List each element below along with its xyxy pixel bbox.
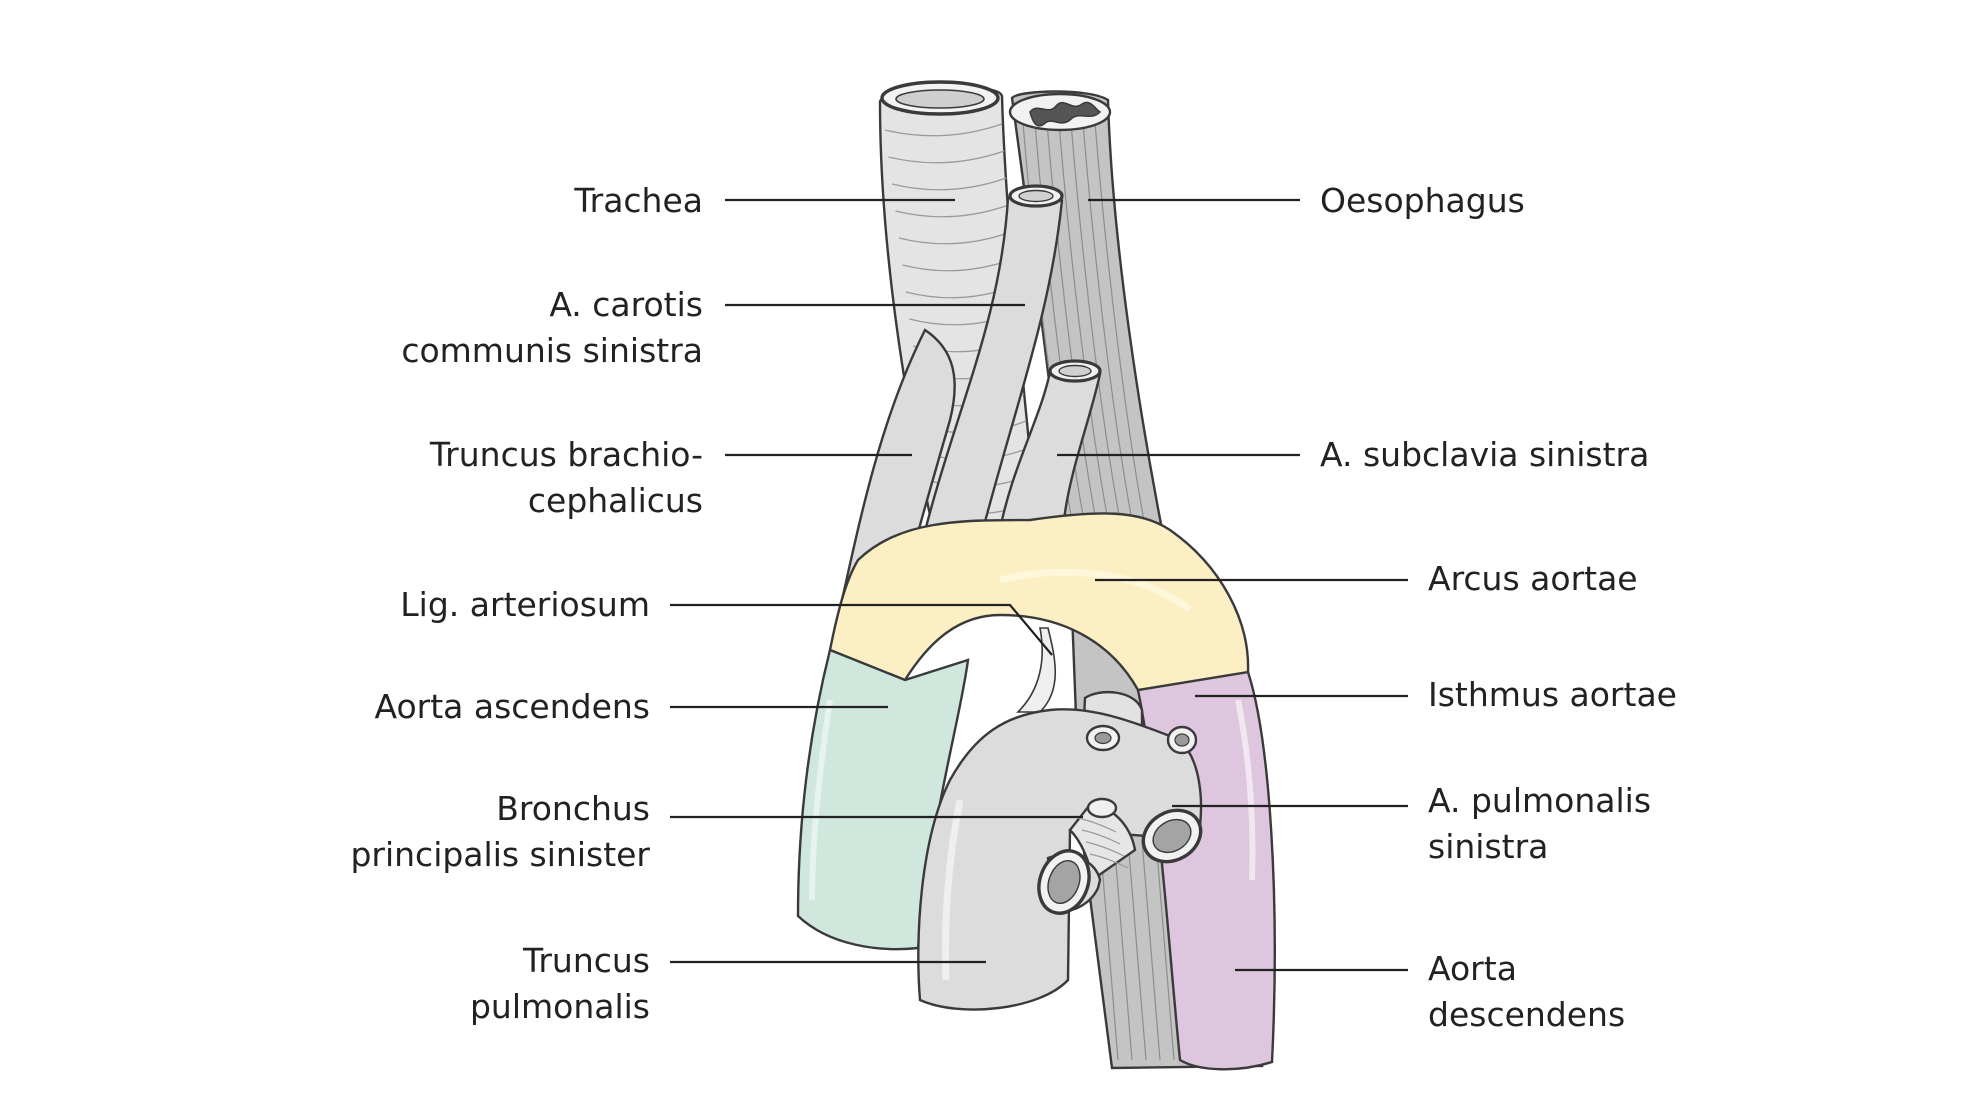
branch-lumen-2 xyxy=(1174,733,1190,747)
label-bronchus: Bronchus principalis sinister xyxy=(350,789,650,874)
striation xyxy=(1141,839,1161,1061)
trachea-ring xyxy=(895,204,1009,218)
trachea-ring xyxy=(888,150,1005,164)
label-trachea: Trachea xyxy=(574,181,703,220)
bronchus-ring xyxy=(1085,841,1125,857)
arcus-highlight xyxy=(999,568,1193,613)
label-subclavia: A. subclavia sinistra xyxy=(1320,435,1650,474)
oesophagus-lumen xyxy=(1029,101,1102,127)
trachea-lumen xyxy=(895,89,985,109)
branch-lumen-1 xyxy=(1094,731,1112,745)
striation xyxy=(1127,839,1147,1061)
bronchus-ring xyxy=(1077,817,1117,833)
label-truncus-pulmonalis: Truncus pulmonalis xyxy=(469,941,650,1026)
striation xyxy=(1155,839,1175,1061)
arcus-aortae-shape xyxy=(828,512,1250,692)
pulmonary-right-lumen xyxy=(1047,859,1081,905)
striation xyxy=(1113,839,1133,1061)
bronchus-opening xyxy=(1086,797,1118,819)
label-arcus-aortae: Arcus aortae xyxy=(1428,559,1638,598)
label-carotis: A. carotis communis sinistra xyxy=(401,285,703,370)
leader-lig xyxy=(670,603,1053,656)
trachea-ring xyxy=(898,231,1012,245)
label-aorta-descendens: Aorta descendens xyxy=(1428,949,1626,1034)
label-truncus-brachiocephalicus: Truncus brachio- cephalicus xyxy=(429,435,703,520)
aorta-descendens-highlight xyxy=(1235,699,1256,881)
trachea-ring xyxy=(891,177,1007,191)
subclavia-lumen xyxy=(1058,364,1092,378)
truncus-highlight xyxy=(942,799,964,981)
bronchus-ring xyxy=(1081,829,1121,845)
label-isthmus-aortae: Isthmus aortae xyxy=(1428,675,1677,714)
trachea-ring xyxy=(884,123,1003,137)
aorta-ascendens-highlight xyxy=(809,699,833,901)
carotis-lumen xyxy=(1018,189,1054,203)
striation xyxy=(1099,839,1119,1061)
label-a-pulmonalis-sinistra: A. pulmonalis sinistra xyxy=(1428,781,1652,866)
bronchus-rings xyxy=(1077,817,1129,869)
label-oesophagus: Oesophagus xyxy=(1320,181,1525,220)
label-lig-arteriosum: Lig. arteriosum xyxy=(400,585,650,624)
pulmonalis-sinistra-lumen xyxy=(1152,818,1192,854)
label-aorta-ascendens: Aorta ascendens xyxy=(374,687,650,726)
bronchus-ring xyxy=(1089,853,1129,869)
ligamentum-shape xyxy=(1016,627,1057,713)
